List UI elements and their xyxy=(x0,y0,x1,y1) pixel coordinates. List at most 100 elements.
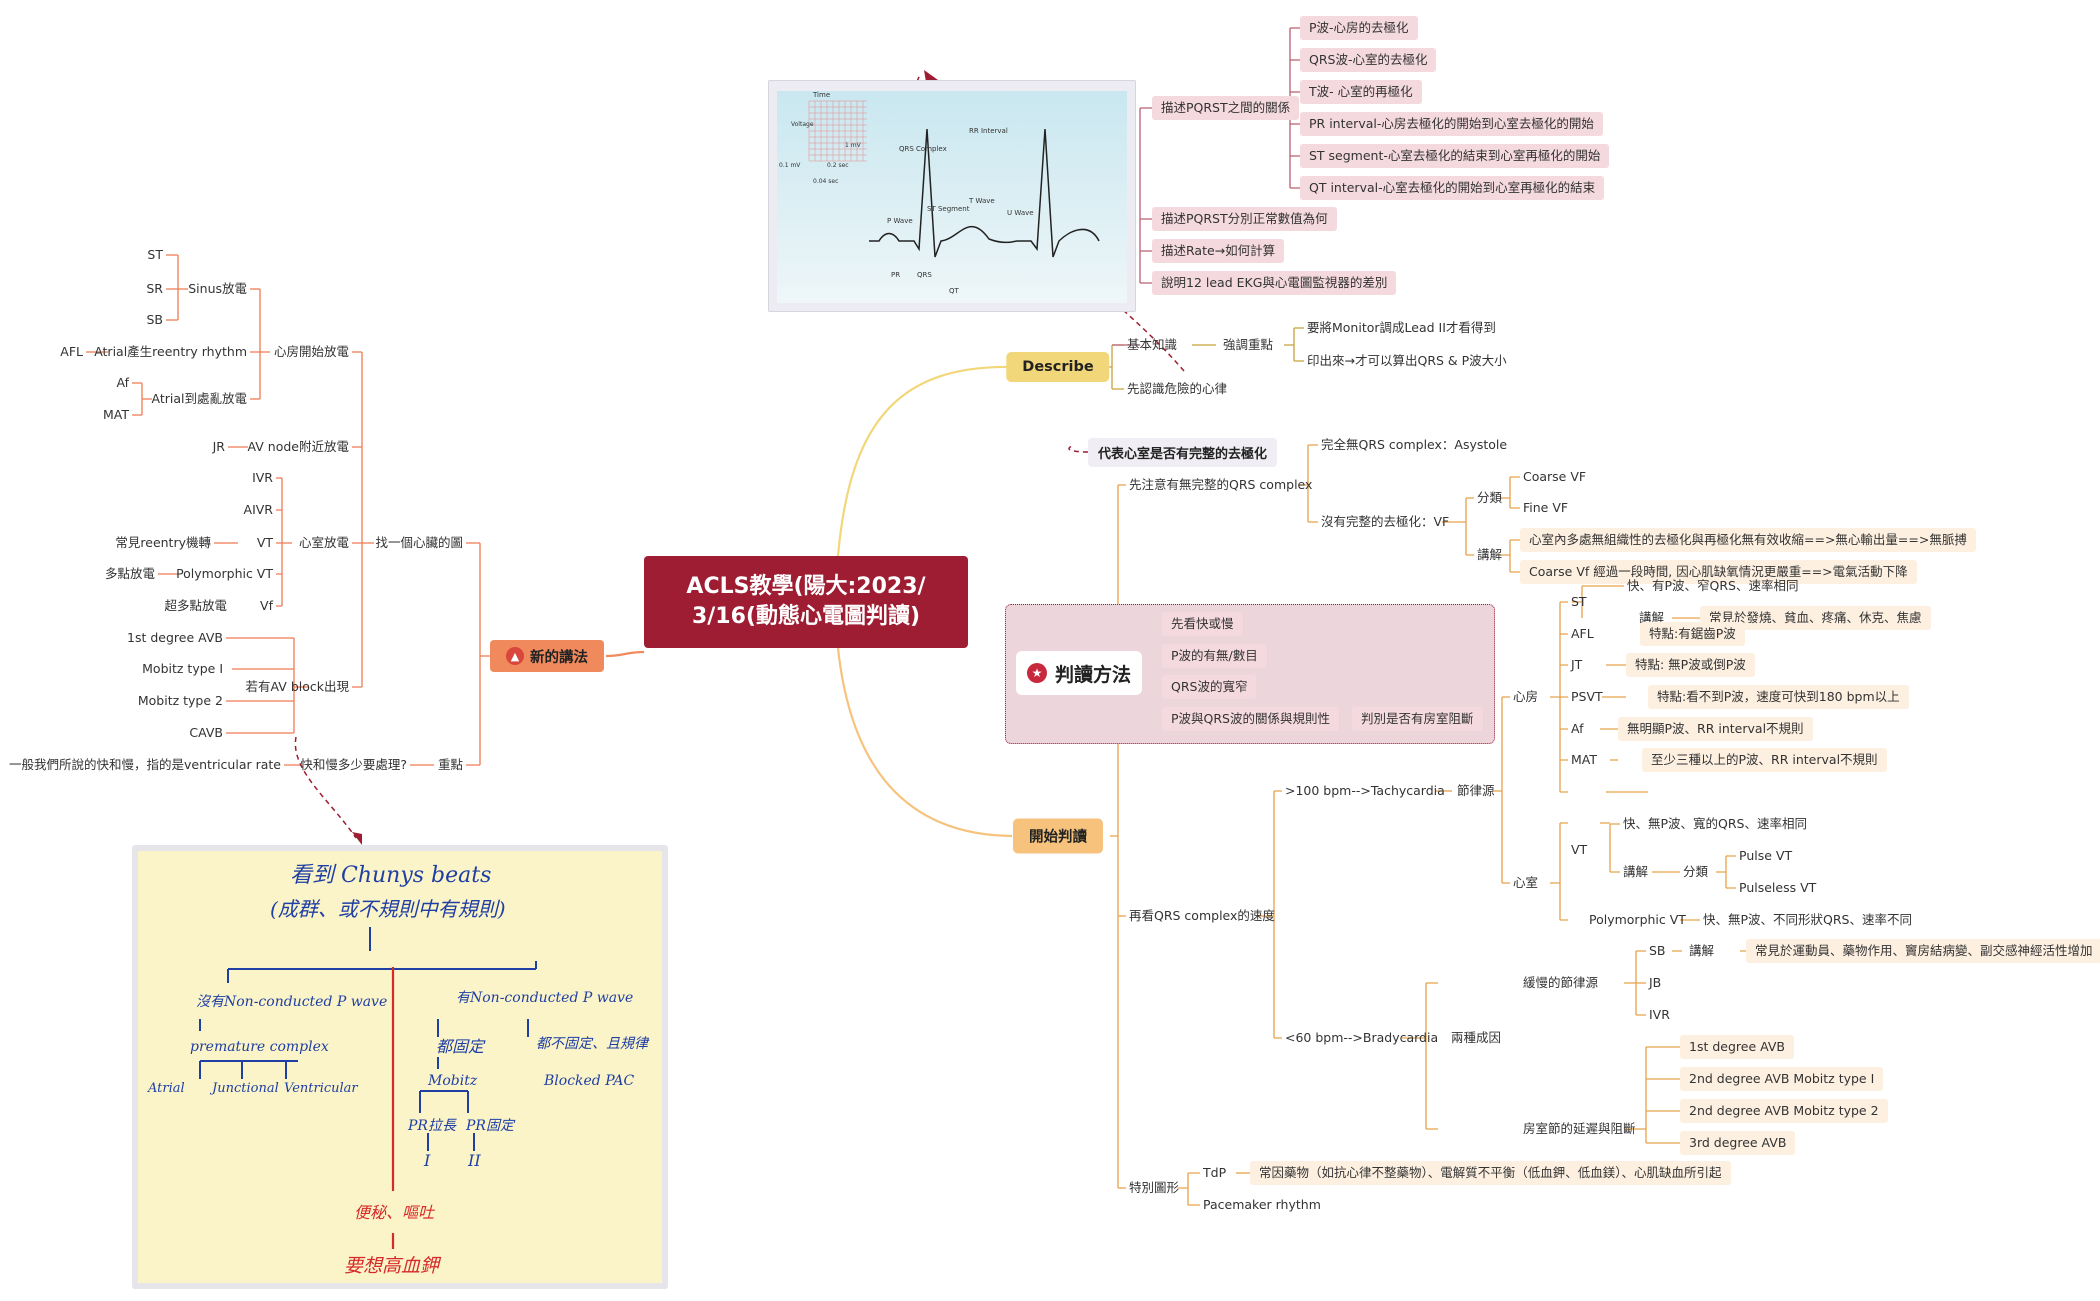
method-p-wave[interactable]: P波的有無/數目 xyxy=(1162,644,1267,668)
root-topic[interactable]: ACLS教學(陽大:2023/ 3/16(動態心電圖判讀) xyxy=(644,556,968,648)
node-vt[interactable]: VT xyxy=(1571,842,1588,857)
node-jb[interactable]: JB xyxy=(1649,975,1662,990)
node-vf[interactable]: 沒有完整的去極化：VF xyxy=(1321,514,1450,529)
node-vt-explain[interactable]: 講解 xyxy=(1623,864,1649,879)
node-special[interactable]: 特別圖形 xyxy=(1129,1180,1180,1195)
node-sb-explain[interactable]: 講解 xyxy=(1689,943,1715,958)
method-topic[interactable]: ★ 判讀方法 xyxy=(1016,651,1142,695)
node-p-wave[interactable]: P波-心房的去極化 xyxy=(1300,16,1418,40)
node-st[interactable]: ST xyxy=(1571,594,1587,609)
node-two-causes[interactable]: 兩種成因 xyxy=(1451,1030,1502,1045)
method-fast-slow[interactable]: 先看快或慢 xyxy=(1162,612,1243,636)
node-tachy[interactable]: >100 bpm-->Tachycardia xyxy=(1285,783,1445,798)
node-afl-feature[interactable]: 特點:有鋸齒P波 xyxy=(1640,622,1745,646)
nm-av-block[interactable]: 若有AV block出現 xyxy=(245,679,349,694)
node-vf-classify[interactable]: 分類 xyxy=(1477,490,1503,505)
node-psvt[interactable]: PSVT xyxy=(1571,689,1603,704)
nm-reentry[interactable]: Atrial產生reentry rhythm xyxy=(94,344,247,359)
node-vf-explain-2[interactable]: Coarse Vf 經過一段時間, 因心肌缺氧情況更嚴重==>電氣活動下降 xyxy=(1520,560,1917,584)
node-ventricle[interactable]: 心室 xyxy=(1513,875,1539,890)
node-avb-3[interactable]: 3rd degree AVB xyxy=(1680,1131,1796,1155)
node-basic[interactable]: 基本知識 xyxy=(1127,337,1178,352)
node-rate[interactable]: 描述Rate→如何計算 xyxy=(1152,239,1285,263)
callout-complete-depolarization[interactable]: 代表心室是否有完整的去極化 xyxy=(1088,438,1278,467)
nm-aivr[interactable]: AIVR xyxy=(243,502,273,517)
nm-vt[interactable]: VT xyxy=(256,535,273,550)
node-fine-vf[interactable]: Fine VF xyxy=(1523,500,1569,515)
node-av-block[interactable]: 房室節的延遲與阻斷 xyxy=(1523,1121,1636,1136)
node-qrs-wave[interactable]: QRS波-心室的去極化 xyxy=(1300,48,1437,72)
node-coarse-vf[interactable]: Coarse VF xyxy=(1523,469,1587,484)
nm-poly[interactable]: Polymorphic VT xyxy=(176,566,273,581)
node-pr-interval[interactable]: PR interval-心房去極化的開始到心室去極化的開始 xyxy=(1300,112,1603,136)
nm-vf-note[interactable]: 超多點放電 xyxy=(164,598,227,613)
node-slow-source[interactable]: 緩慢的節律源 xyxy=(1523,975,1599,990)
node-vt-classify[interactable]: 分類 xyxy=(1683,864,1709,879)
nm-speed-question[interactable]: 快和慢多少要處理? xyxy=(300,757,407,772)
nm-mat[interactable]: MAT xyxy=(102,407,129,422)
nm-atrial[interactable]: 心房開始放電 xyxy=(273,344,349,359)
node-danger[interactable]: 先認識危險的心律 xyxy=(1127,381,1228,396)
method-p-qrs-relation[interactable]: P波與QRS波的關係與規則性 xyxy=(1162,707,1339,731)
node-jt-feature[interactable]: 特點: 無P波或倒P波 xyxy=(1626,653,1755,677)
node-sb-desc[interactable]: 常見於運動員、藥物作用、竇房結病變、副交感神經活性增加 xyxy=(1746,939,2100,963)
nm-ivr[interactable]: IVR xyxy=(252,470,273,485)
nm-sr[interactable]: SR xyxy=(146,281,163,296)
node-avb-2-2[interactable]: 2nd degree AVB Mobitz type 2 xyxy=(1680,1099,1888,1123)
node-avb-1[interactable]: 1st degree AVB xyxy=(1680,1035,1794,1059)
node-afl[interactable]: AFL xyxy=(1571,626,1594,641)
branch-describe[interactable]: Describe xyxy=(1006,352,1110,382)
node-jt[interactable]: JT xyxy=(1571,657,1583,672)
node-vt-desc[interactable]: 快、無P波、寬的QRS、速率相同 xyxy=(1623,816,1807,831)
node-asystole[interactable]: 完全無QRS complex：Asystole xyxy=(1321,437,1508,452)
node-mat[interactable]: MAT xyxy=(1571,752,1598,767)
node-normal-values[interactable]: 描述PQRST分別正常數值為何 xyxy=(1152,207,1337,231)
node-tdp-desc[interactable]: 常因藥物（如抗心律不整藥物）、電解質不平衡（低血鉀、低血鎂）、心肌缺血所引起 xyxy=(1250,1161,1731,1185)
node-poly-desc[interactable]: 快、無P波、不同形狀QRS、速率不同 xyxy=(1703,912,1912,927)
node-af-feature[interactable]: 無明顯P波、RR interval不規則 xyxy=(1618,717,1813,741)
node-pulseless-vt[interactable]: Pulseless VT xyxy=(1739,880,1817,895)
node-vf-explain-1[interactable]: 心室內多處無組織性的去極化與再極化無有效收縮==>無心輸出量==>無脈搏 xyxy=(1520,528,1976,552)
node-st-fast[interactable]: 快、有P波、窄QRS、速率相同 xyxy=(1627,578,1799,593)
node-psvt-feature[interactable]: 特點:看不到P波，速度可快到180 bpm以上 xyxy=(1648,685,1909,709)
nm-sb[interactable]: SB xyxy=(146,312,163,327)
nm-av-node[interactable]: AV node附近放電 xyxy=(247,439,349,454)
nm-jr[interactable]: JR xyxy=(212,439,225,454)
node-lead2[interactable]: 要將Monitor調成Lead II才看得到 xyxy=(1307,320,1496,335)
node-lead-diff[interactable]: 說明12 lead EKG與心電圖監視器的差別 xyxy=(1152,271,1397,295)
node-qt-interval[interactable]: QT interval-心室去極化的開始到心室再極化的結束 xyxy=(1300,176,1605,200)
node-st-segment[interactable]: ST segment-心室去極化的結束到心室再極化的開始 xyxy=(1300,144,1610,168)
node-brady[interactable]: <60 bpm-->Bradycardia xyxy=(1285,1030,1439,1045)
node-print[interactable]: 印出來→才可以算出QRS & P波大小 xyxy=(1307,353,1507,368)
nm-speed-answer[interactable]: 一般我們所說的快和慢，指的是ventricular rate xyxy=(9,757,281,772)
node-st-explain[interactable]: 講解 xyxy=(1639,610,1665,625)
branch-start[interactable]: 開始判讀 xyxy=(1013,818,1103,854)
node-sb[interactable]: SB xyxy=(1649,943,1666,958)
node-speed[interactable]: 再看QRS complex的速度 xyxy=(1129,908,1275,923)
node-ivr[interactable]: IVR xyxy=(1649,1007,1670,1022)
nm-af[interactable]: Af xyxy=(116,375,129,390)
nm-cavb[interactable]: CAVB xyxy=(189,725,223,740)
method-qrs-width[interactable]: QRS波的寬窄 xyxy=(1162,675,1257,699)
node-polymorphic-vt[interactable]: Polymorphic VT xyxy=(1589,912,1686,927)
node-tdp[interactable]: TdP xyxy=(1203,1165,1227,1180)
node-t-wave[interactable]: T波- 心室的再極化 xyxy=(1300,80,1422,104)
node-avb-2-1[interactable]: 2nd degree AVB Mobitz type I xyxy=(1680,1067,1884,1091)
node-relation[interactable]: 描述PQRST之間的關係 xyxy=(1152,96,1300,120)
nm-focus[interactable]: 重點 xyxy=(437,757,463,772)
nm-afl[interactable]: AFL xyxy=(60,344,83,359)
node-rhythm-source[interactable]: 節律源 xyxy=(1457,783,1495,798)
node-pacemaker[interactable]: Pacemaker rhythm xyxy=(1203,1197,1321,1212)
node-af[interactable]: Af xyxy=(1571,721,1584,736)
nm-atrial-chaos[interactable]: Atrial到處亂放電 xyxy=(151,391,247,406)
nm-find-heart[interactable]: 找一個心臟的圖 xyxy=(375,535,463,550)
method-block-check[interactable]: 判別是否有房室阻斷 xyxy=(1352,707,1483,731)
node-atrium[interactable]: 心房 xyxy=(1513,689,1539,704)
branch-new-method[interactable]: ▲ 新的講法 xyxy=(490,640,604,672)
nm-st[interactable]: ST xyxy=(147,247,163,262)
node-pulse-vt[interactable]: Pulse VT xyxy=(1739,848,1793,863)
nm-sinus[interactable]: Sinus放電 xyxy=(188,281,247,296)
node-qrs-check[interactable]: 先注意有無完整的QRS complex xyxy=(1129,477,1313,492)
nm-vf[interactable]: Vf xyxy=(260,598,273,613)
nm-mobitz-1[interactable]: Mobitz type I xyxy=(142,661,223,676)
